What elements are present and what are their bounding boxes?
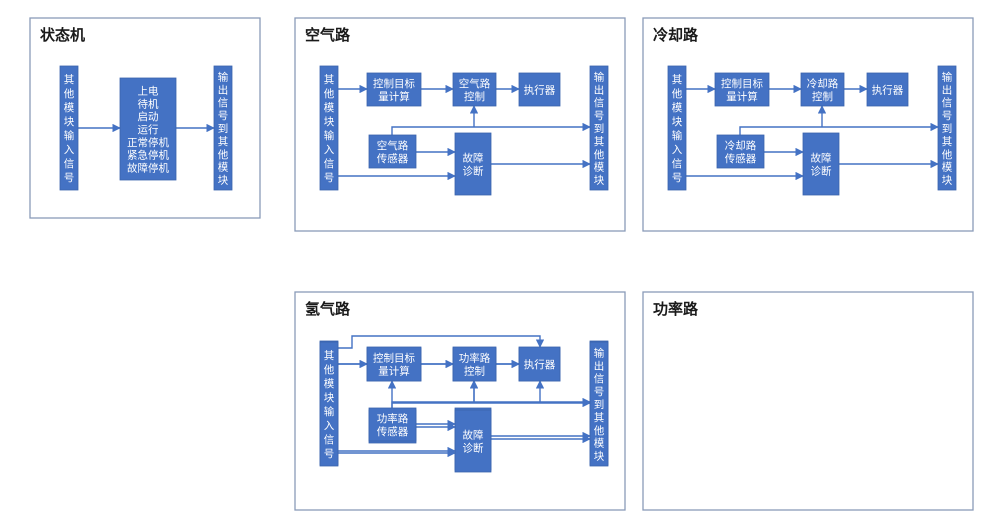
block-label: 输出信号到其他模块 [942,70,953,186]
air-tgt-block: 控制目标量计算 [366,72,422,107]
panel-frame [294,291,626,511]
panel-frame [642,17,974,232]
block-label: 执行器 [524,358,556,371]
panel-frame [294,17,626,232]
block-label: 执行器 [524,84,556,97]
air-act-block: 执行器 [518,72,561,107]
cool-sens-block: 冷却路传感器 [716,134,765,169]
panel-title: 冷却路 [653,26,699,44]
state-out-block: 输出信号到其他模块 [213,65,233,191]
air-sens-block: 空气路传感器 [368,134,417,169]
block-rect [454,132,492,196]
block-label: 故障诊断 [463,152,484,178]
block-rect [937,65,957,191]
power-out-block: 输出信号到其他模块 [589,341,609,467]
block-rect [319,341,339,467]
panel-frame [642,291,974,511]
panel-title: 状态机 [40,26,85,44]
panel-h2: 氢气路 [294,291,626,511]
block-rect [716,134,765,169]
block-rect [452,346,497,382]
block-label: 输出信号到其他模块 [594,346,605,462]
block-rect [452,72,497,107]
power-diag-block: 故障诊断 [454,409,492,473]
power-tgt-block: 控制目标量计算 [366,346,422,382]
state-sm-block: 上电待机启动运行正常停机紧急停机故障停机 [119,77,177,181]
block-rect [714,72,770,107]
block-label: 空气路控制 [459,77,491,103]
panel-power: 功率路 [642,291,974,511]
cool-in-block: 其他模块输入信号 [667,65,687,191]
block-rect [319,65,339,191]
block-rect [802,132,840,196]
block-rect [368,407,417,442]
edge-input-to-actuator [338,335,545,349]
air-diag-block: 故障诊断 [454,132,492,196]
block-label: 功率路控制 [459,352,491,378]
block-label: 故障诊断 [463,429,484,455]
power-in-block: 其他模块输入信号 [319,341,339,467]
block-rect [518,72,561,107]
power-act-block: 执行器 [518,346,561,382]
block-label: 空气路传感器 [377,139,409,165]
panel-title: 功率路 [653,300,699,318]
block-rect [589,65,609,191]
air-in-block: 其他模块输入信号 [319,65,339,191]
block-rect [866,72,909,107]
panel-cool: 冷却路 [642,17,974,232]
edge-sensor-to-output [391,122,591,135]
block-rect [59,65,79,191]
block-rect [119,77,177,181]
block-rect [454,409,492,473]
block-rect [213,65,233,191]
block-label: 其他模块输入信号 [672,74,683,184]
block-label: 冷却路传感器 [725,139,757,165]
block-label: 功率路传感器 [377,412,409,438]
block-label: 控制目标量计算 [721,77,763,103]
power-ctrl-block: 功率路控制 [452,346,497,382]
cool-tgt-block: 控制目标量计算 [714,72,770,107]
block-rect [368,134,417,169]
block-label: 执行器 [872,84,904,97]
block-label: 其他模块输入信号 [324,350,335,460]
block-label: 冷却路控制 [807,77,839,103]
cool-ctrl-block: 冷却路控制 [800,72,845,107]
air-out-block: 输出信号到其他模块 [589,65,609,191]
cool-act-block: 执行器 [866,72,909,107]
panel-title: 空气路 [305,26,351,44]
block-label: 上电待机启动运行正常停机紧急停机故障停机 [127,85,169,175]
block-rect [800,72,845,107]
edge-sensor-to-output [739,122,939,135]
cool-out-block: 输出信号到其他模块 [937,65,957,191]
block-rect [366,346,422,382]
panel-title: 氢气路 [305,300,351,318]
block-rect [589,341,609,467]
block-label: 输出信号到其他模块 [594,70,605,186]
block-rect [667,65,687,191]
block-label: 其他模块输入信号 [324,74,335,184]
panel-air: 空气路 [294,17,626,232]
block-label: 故障诊断 [811,152,832,178]
block-rect [366,72,422,107]
cool-diag-block: 故障诊断 [802,132,840,196]
state-in-block: 其他模块输入信号 [59,65,79,191]
block-label: 控制目标量计算 [373,77,415,103]
block-label: 控制目标量计算 [373,352,415,378]
block-label: 输出信号到其他模块 [218,70,229,186]
block-label: 其他模块输入信号 [64,74,75,184]
power-sens-block: 功率路传感器 [368,407,417,442]
air-ctrl-block: 空气路控制 [452,72,497,107]
block-rect [518,346,561,382]
